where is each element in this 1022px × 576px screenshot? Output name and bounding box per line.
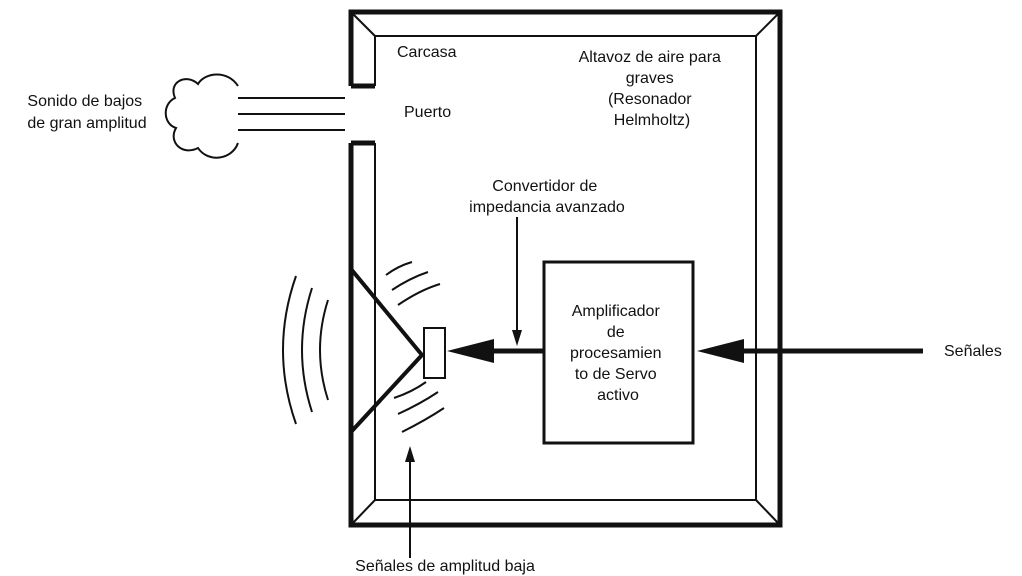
cabinet-inner-wall: [374, 35, 757, 501]
bass-sound-label: Sonido de bajos de gran amplitud: [27, 93, 146, 132]
casing-label: Carcasa: [397, 44, 457, 61]
sound-wave-outside: [319, 299, 329, 401]
sound-wave-lower: [397, 391, 439, 415]
converter-pointer-arrowhead: [512, 330, 522, 346]
converter-label: Convertidor de impedancia avanzado: [469, 178, 625, 216]
low-signals-label: Señales de amplitud baja: [355, 558, 535, 575]
amp-to-coil-arrowhead: [447, 339, 494, 363]
amplifier-label: Amplificador de procesamien to de Servo …: [570, 303, 666, 404]
sound-wave-upper: [397, 283, 441, 306]
air-woofer-label: Altavoz de aire para graves (Resonador H…: [579, 49, 726, 129]
bass-sound-cloud-icon: [164, 73, 239, 159]
signals-arrowhead: [697, 339, 744, 363]
sound-wave-lower: [401, 407, 445, 433]
cabinet-outer-wall: [348, 9, 783, 528]
bevel-corner: [350, 11, 376, 37]
sound-wave-outside: [282, 275, 297, 425]
speaker-cone: [349, 267, 425, 434]
low-signals-pointer-arrowhead: [405, 446, 415, 462]
sound-wave-upper: [391, 271, 429, 291]
voice-coil: [423, 327, 446, 379]
port-label: Puerto: [404, 104, 451, 121]
signals-label: Señales: [944, 343, 1002, 360]
sound-wave-outside: [301, 287, 313, 413]
amplifier-box: [542, 260, 695, 445]
bevel-corner: [755, 11, 781, 37]
bevel-corner: [755, 499, 781, 526]
bevel-corner: [350, 499, 376, 526]
sound-wave-lower: [393, 381, 427, 399]
sound-wave-upper: [385, 261, 413, 276]
